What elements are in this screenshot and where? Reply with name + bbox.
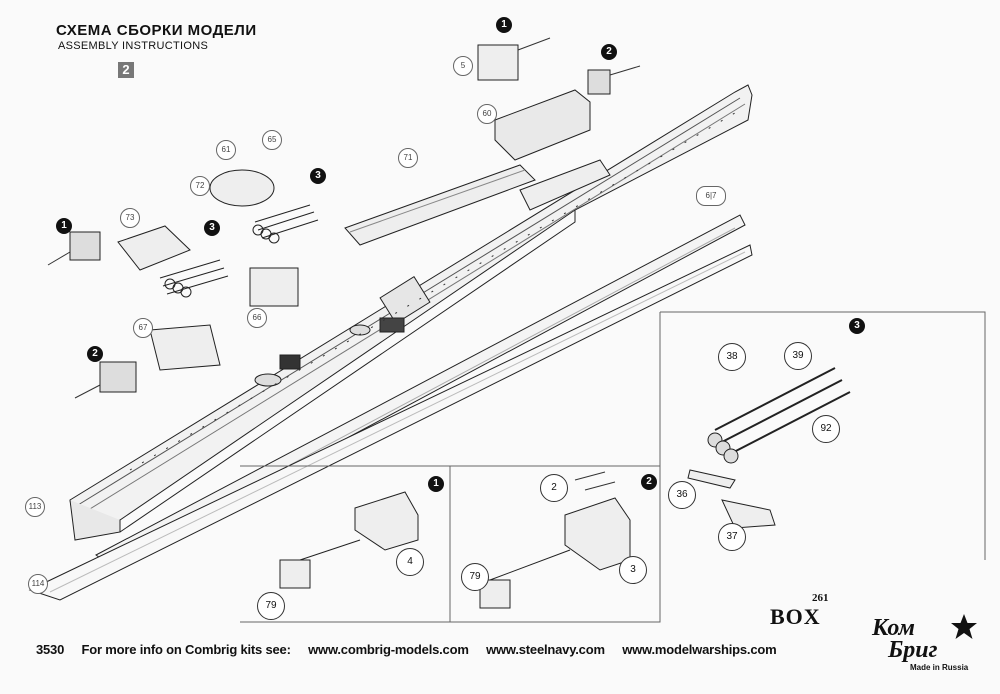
step-marker-1-inset: 1 — [428, 476, 444, 492]
part-callout-3: 3 — [619, 556, 647, 584]
step-marker-2-inset: 2 — [641, 474, 657, 490]
footer-info-text: For more info on Combrig kits see: — [81, 642, 291, 657]
page-subtitle: ASSEMBLY INSTRUCTIONS — [58, 40, 209, 52]
footer-link-modelwarships[interactable]: www.modelwarships.com — [622, 642, 777, 657]
part-callout-5: 5 — [453, 56, 473, 76]
part-callout-71: 71 — [398, 148, 418, 168]
made-in-russia: Made in Russia — [910, 663, 969, 672]
part-callout-92: 92 — [812, 415, 840, 443]
part-callout-66: 66 — [247, 308, 267, 328]
part-callout-113: 113 — [25, 497, 45, 517]
step-marker-3-inset: 3 — [849, 318, 865, 334]
part-callout-36: 36 — [668, 481, 696, 509]
part-callout-72: 72 — [190, 176, 210, 196]
part-callout-60: 60 — [477, 104, 497, 124]
part-callout-39: 39 — [784, 342, 812, 370]
part-callout-2: 2 — [540, 474, 568, 502]
step-number-badge: 2 — [118, 62, 134, 78]
logo-top-text: Ком — [872, 615, 915, 641]
step-marker-1-top: 1 — [496, 17, 512, 33]
part-callout-6-7: 6|7 — [696, 186, 726, 206]
footer-link-steelnavy[interactable]: www.steelnavy.com — [486, 642, 605, 657]
logo-bottom-text: Бриг — [888, 637, 938, 663]
part-callout-114: 114 — [28, 574, 48, 594]
part-callout-79-b: 79 — [461, 563, 489, 591]
part-callout-65: 65 — [262, 130, 282, 150]
step-marker-1-left: 1 — [56, 218, 72, 234]
step-marker-3-mid: 3 — [310, 168, 326, 184]
part-callout-61: 61 — [216, 140, 236, 160]
page-title: СХЕМА СБОРКИ МОДЕЛИ — [56, 22, 257, 39]
part-callout-73: 73 — [120, 208, 140, 228]
kit-code: 3530 — [36, 642, 65, 657]
part-callout-67: 67 — [133, 318, 153, 338]
box-number: 261 — [812, 592, 829, 604]
box-label: BOX — [770, 604, 821, 629]
part-callout-38: 38 — [718, 343, 746, 371]
part-callout-37: 37 — [718, 523, 746, 551]
step-marker-2-left: 2 — [87, 346, 103, 362]
part-callout-4: 4 — [396, 548, 424, 576]
star-icon — [951, 614, 977, 639]
step-marker-3-left: 3 — [204, 220, 220, 236]
step-marker-2-top: 2 — [601, 44, 617, 60]
footer-link-combrig[interactable]: www.combrig-models.com — [308, 642, 469, 657]
kombrig-logo: Ком Бриг — [870, 614, 980, 675]
part-callout-79-a: 79 — [257, 592, 285, 620]
footer-info: 3530 For more info on Combrig kits see: … — [36, 642, 790, 657]
